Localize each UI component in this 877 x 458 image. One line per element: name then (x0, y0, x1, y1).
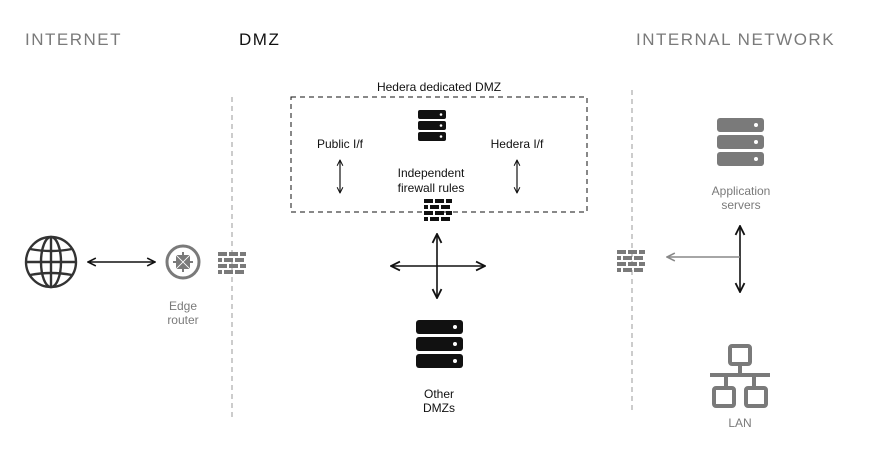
router-icon (165, 244, 201, 280)
lan-label: LAN (728, 416, 752, 430)
other-dmzs-label-line1: Other (423, 387, 454, 401)
edge-router-label-line1: Edge (168, 299, 198, 313)
server-icon (418, 110, 446, 141)
other-dmzs-label-line2: DMZs (423, 401, 455, 415)
firewall-icon (424, 199, 452, 221)
server-icon (717, 118, 764, 166)
zone-internet-label: INTERNET (25, 30, 122, 49)
hedera-if-label: Hedera I/f (490, 137, 544, 151)
app-servers-label-line1: Application (711, 184, 771, 198)
zone-dmz-label: DMZ (239, 30, 281, 49)
public-if-label: Public I/f (316, 137, 364, 151)
firewall-icon (218, 252, 246, 274)
firewall-rules-line1: Independent (397, 166, 465, 180)
app-servers-label-line2: servers (721, 198, 761, 212)
four-way-arrow (391, 234, 485, 298)
lan-icon (710, 344, 770, 408)
globe-icon (24, 235, 78, 289)
firewall-icon (617, 250, 645, 272)
zone-internal-label: INTERNAL NETWORK (636, 30, 836, 49)
hedera-dmz-title: Hedera dedicated DMZ (376, 80, 502, 94)
server-icon (416, 320, 463, 368)
firewall-rules-line2: firewall rules (397, 181, 465, 195)
edge-router-label-line2: router (167, 313, 199, 327)
